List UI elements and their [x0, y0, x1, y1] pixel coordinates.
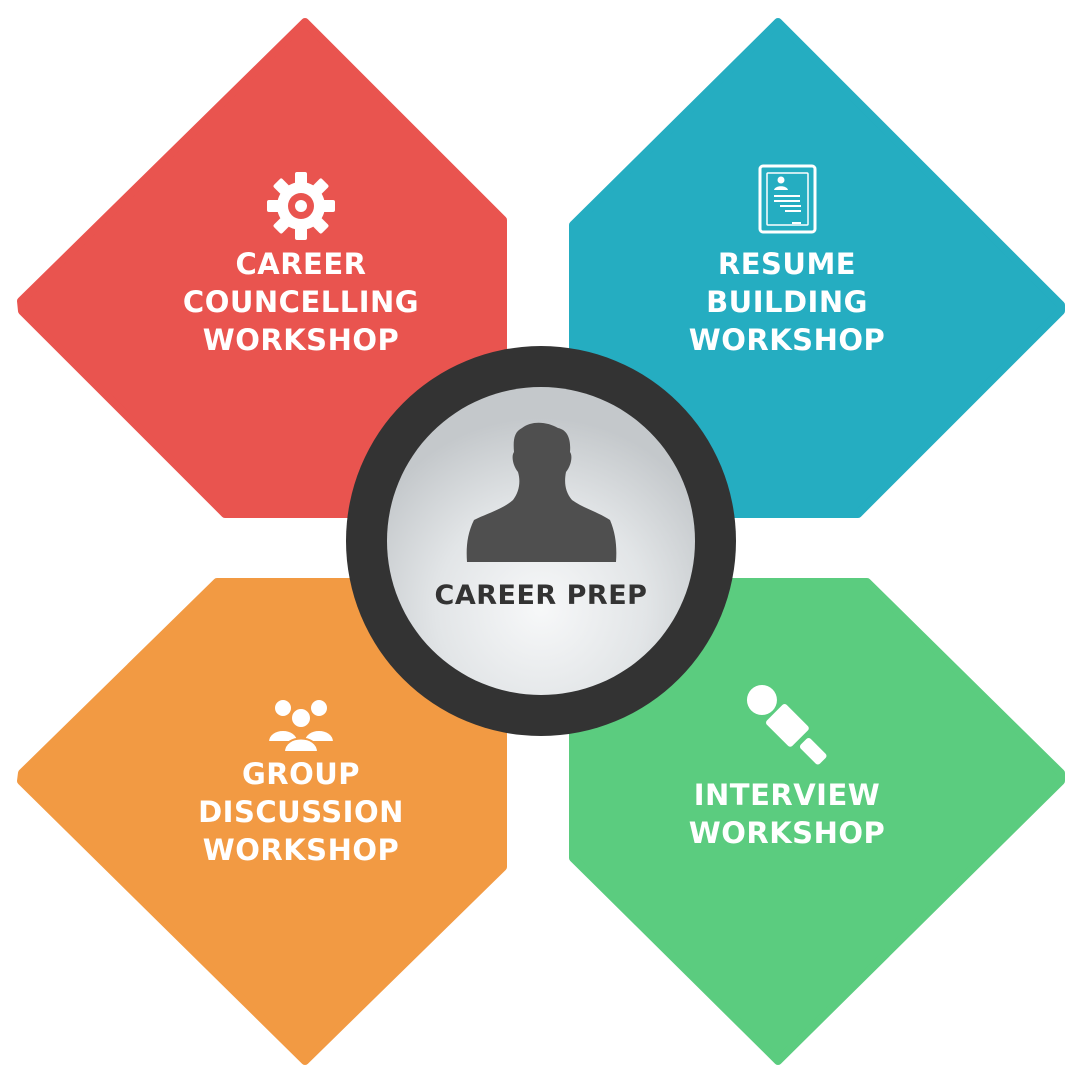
career-counselling-line-1: CAREER: [235, 247, 367, 281]
career-counselling-line-3: WORKSHOP: [202, 323, 400, 357]
group-discussion-line-3: WORKSHOP: [202, 833, 400, 867]
gear-icon: [267, 172, 335, 240]
petal-interview: [569, 578, 1065, 1065]
petal-resume-building: [569, 18, 1065, 518]
resume-building-line-1: RESUME: [717, 247, 857, 281]
career-counselling-line-2: COUNCELLING: [182, 285, 420, 319]
microphone-icon: [746, 684, 827, 765]
resume-building-label: RESUME BUILDING WORKSHOP: [637, 245, 937, 359]
interview-line-2: WORKSHOP: [688, 816, 886, 850]
person-silhouette-icon: [466, 422, 617, 562]
interview-label: INTERVIEW WORKSHOP: [637, 776, 937, 852]
petal-career-counselling: [17, 18, 507, 518]
career-counselling-label: CAREER COUNCELLING WORKSHOP: [151, 245, 451, 359]
interview-line-1: INTERVIEW: [693, 778, 881, 812]
center-title: CAREER PREP: [434, 580, 648, 611]
group-people-icon: [266, 698, 336, 753]
group-discussion-line-1: GROUP: [241, 757, 361, 791]
resume-building-line-2: BUILDING: [706, 285, 868, 319]
resume-icon: [758, 164, 817, 234]
resume-building-line-3: WORKSHOP: [688, 323, 886, 357]
group-discussion-line-2: DISCUSSION: [198, 795, 404, 829]
group-discussion-label: GROUP DISCUSSION WORKSHOP: [151, 755, 451, 869]
